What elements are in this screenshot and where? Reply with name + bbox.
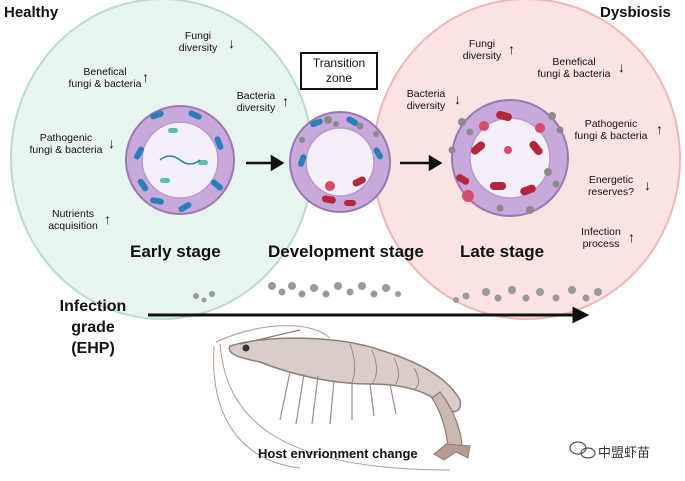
wechat-icon (569, 441, 596, 459)
arrow-up-icon: ↑ (282, 93, 289, 109)
arrow-down-icon: ↓ (618, 59, 625, 75)
infection-grade-label: Infection grade (EHP) (59, 298, 127, 357)
arrow-up-icon: ↑ (508, 41, 515, 57)
healthy-title: Healthy (4, 4, 59, 21)
dysbiosis-infection-process-label: Infection process (581, 226, 621, 250)
late-gut-section (448, 99, 569, 217)
development-gut-section (289, 111, 391, 213)
development-stage-label: Development stage (268, 242, 424, 261)
arrow-up-icon: ↑ (656, 121, 663, 137)
ehp-particles (193, 282, 602, 303)
host-environment-caption: Host envrionment change (258, 446, 418, 461)
healthy-fungi-diversity-label: Fungi diversity (178, 30, 218, 54)
early-gut-section (125, 105, 235, 215)
dysbiosis-beneficial-label: Benefical fungi & bacteria (537, 56, 611, 80)
healthy-beneficial-label: Benefical fungi & bacteria (68, 66, 142, 90)
shrimp-illustration (213, 325, 471, 471)
early-stage-label: Early stage (130, 242, 221, 261)
dysbiosis-bacteria-diversity-label: Bacteria diversity (406, 88, 446, 112)
transition-zone-box: Transition zone (300, 52, 378, 90)
arrow-up-icon: ↑ (628, 229, 635, 245)
healthy-nutrients-label: Nutrients acquisition (48, 208, 98, 232)
arrow-up-icon: ↑ (104, 211, 111, 227)
infection-grade-arrow (148, 306, 590, 324)
stage-arrows (246, 154, 443, 172)
arrow-down-icon: ↓ (228, 35, 235, 51)
dysbiosis-energetic-label: Energetic reserves? (587, 174, 635, 198)
healthy-pathogenic-label: Pathogenic fungi & bacteria (29, 132, 103, 156)
arrow-down-icon: ↓ (644, 177, 651, 193)
healthy-bacteria-diversity-label: Bacteria diversity (236, 90, 276, 114)
arrow-up-icon: ↑ (142, 69, 149, 85)
late-stage-label: Late stage (460, 242, 545, 261)
arrow-down-icon: ↓ (108, 135, 115, 151)
watermark-text: 中盟虾苗 (598, 445, 651, 460)
dysbiosis-title: Dysbiosis (600, 4, 671, 21)
dysbiosis-fungi-diversity-label: Fungi diversity (462, 38, 502, 62)
arrow-down-icon: ↓ (454, 91, 461, 107)
dysbiosis-pathogenic-label: Pathogenic fungi & bacteria (574, 118, 648, 142)
